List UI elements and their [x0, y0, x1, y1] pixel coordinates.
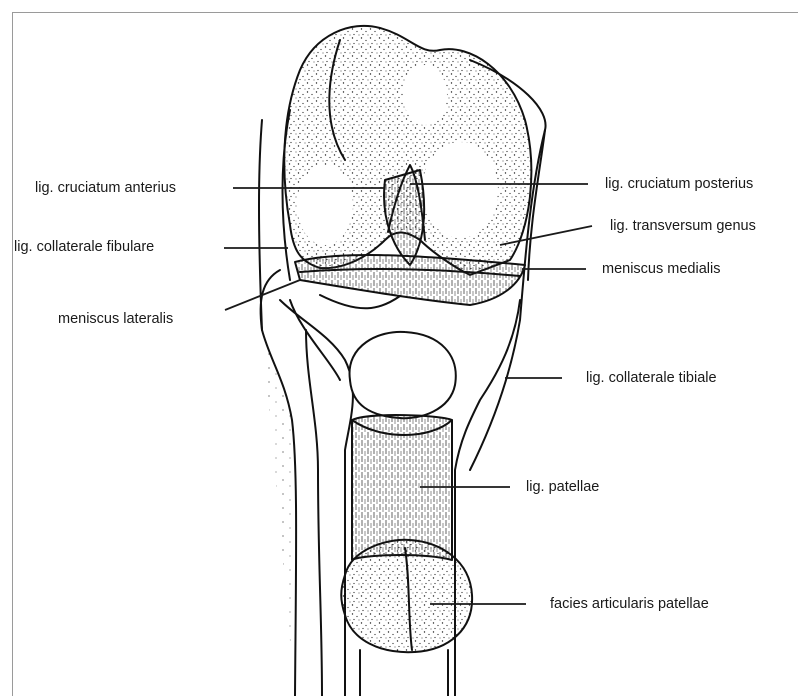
- label-facies-articularis-patellae: facies articularis patellae: [550, 597, 709, 612]
- label-lig-cruciatum-posterius: lig. cruciatum posterius: [605, 177, 753, 192]
- fibula: [262, 330, 296, 696]
- tibial-tuberosity: [350, 332, 456, 418]
- lateral-collateral-band: [259, 120, 262, 330]
- meniscus-band: [295, 255, 525, 305]
- label-lig-collaterale-tibiale: lig. collaterale tibiale: [586, 371, 717, 386]
- label-lig-cruciatum-anterius: lig. cruciatum anterius: [35, 181, 176, 196]
- label-lig-patellae: lig. patellae: [526, 480, 599, 495]
- label-lig-collaterale-fibulare: lig. collaterale fibulare: [14, 240, 154, 255]
- label-meniscus-lateralis: meniscus lateralis: [58, 312, 173, 327]
- label-meniscus-medialis: meniscus medialis: [602, 262, 720, 277]
- label-lig-transversum-genus: lig. transversum genus: [610, 219, 756, 234]
